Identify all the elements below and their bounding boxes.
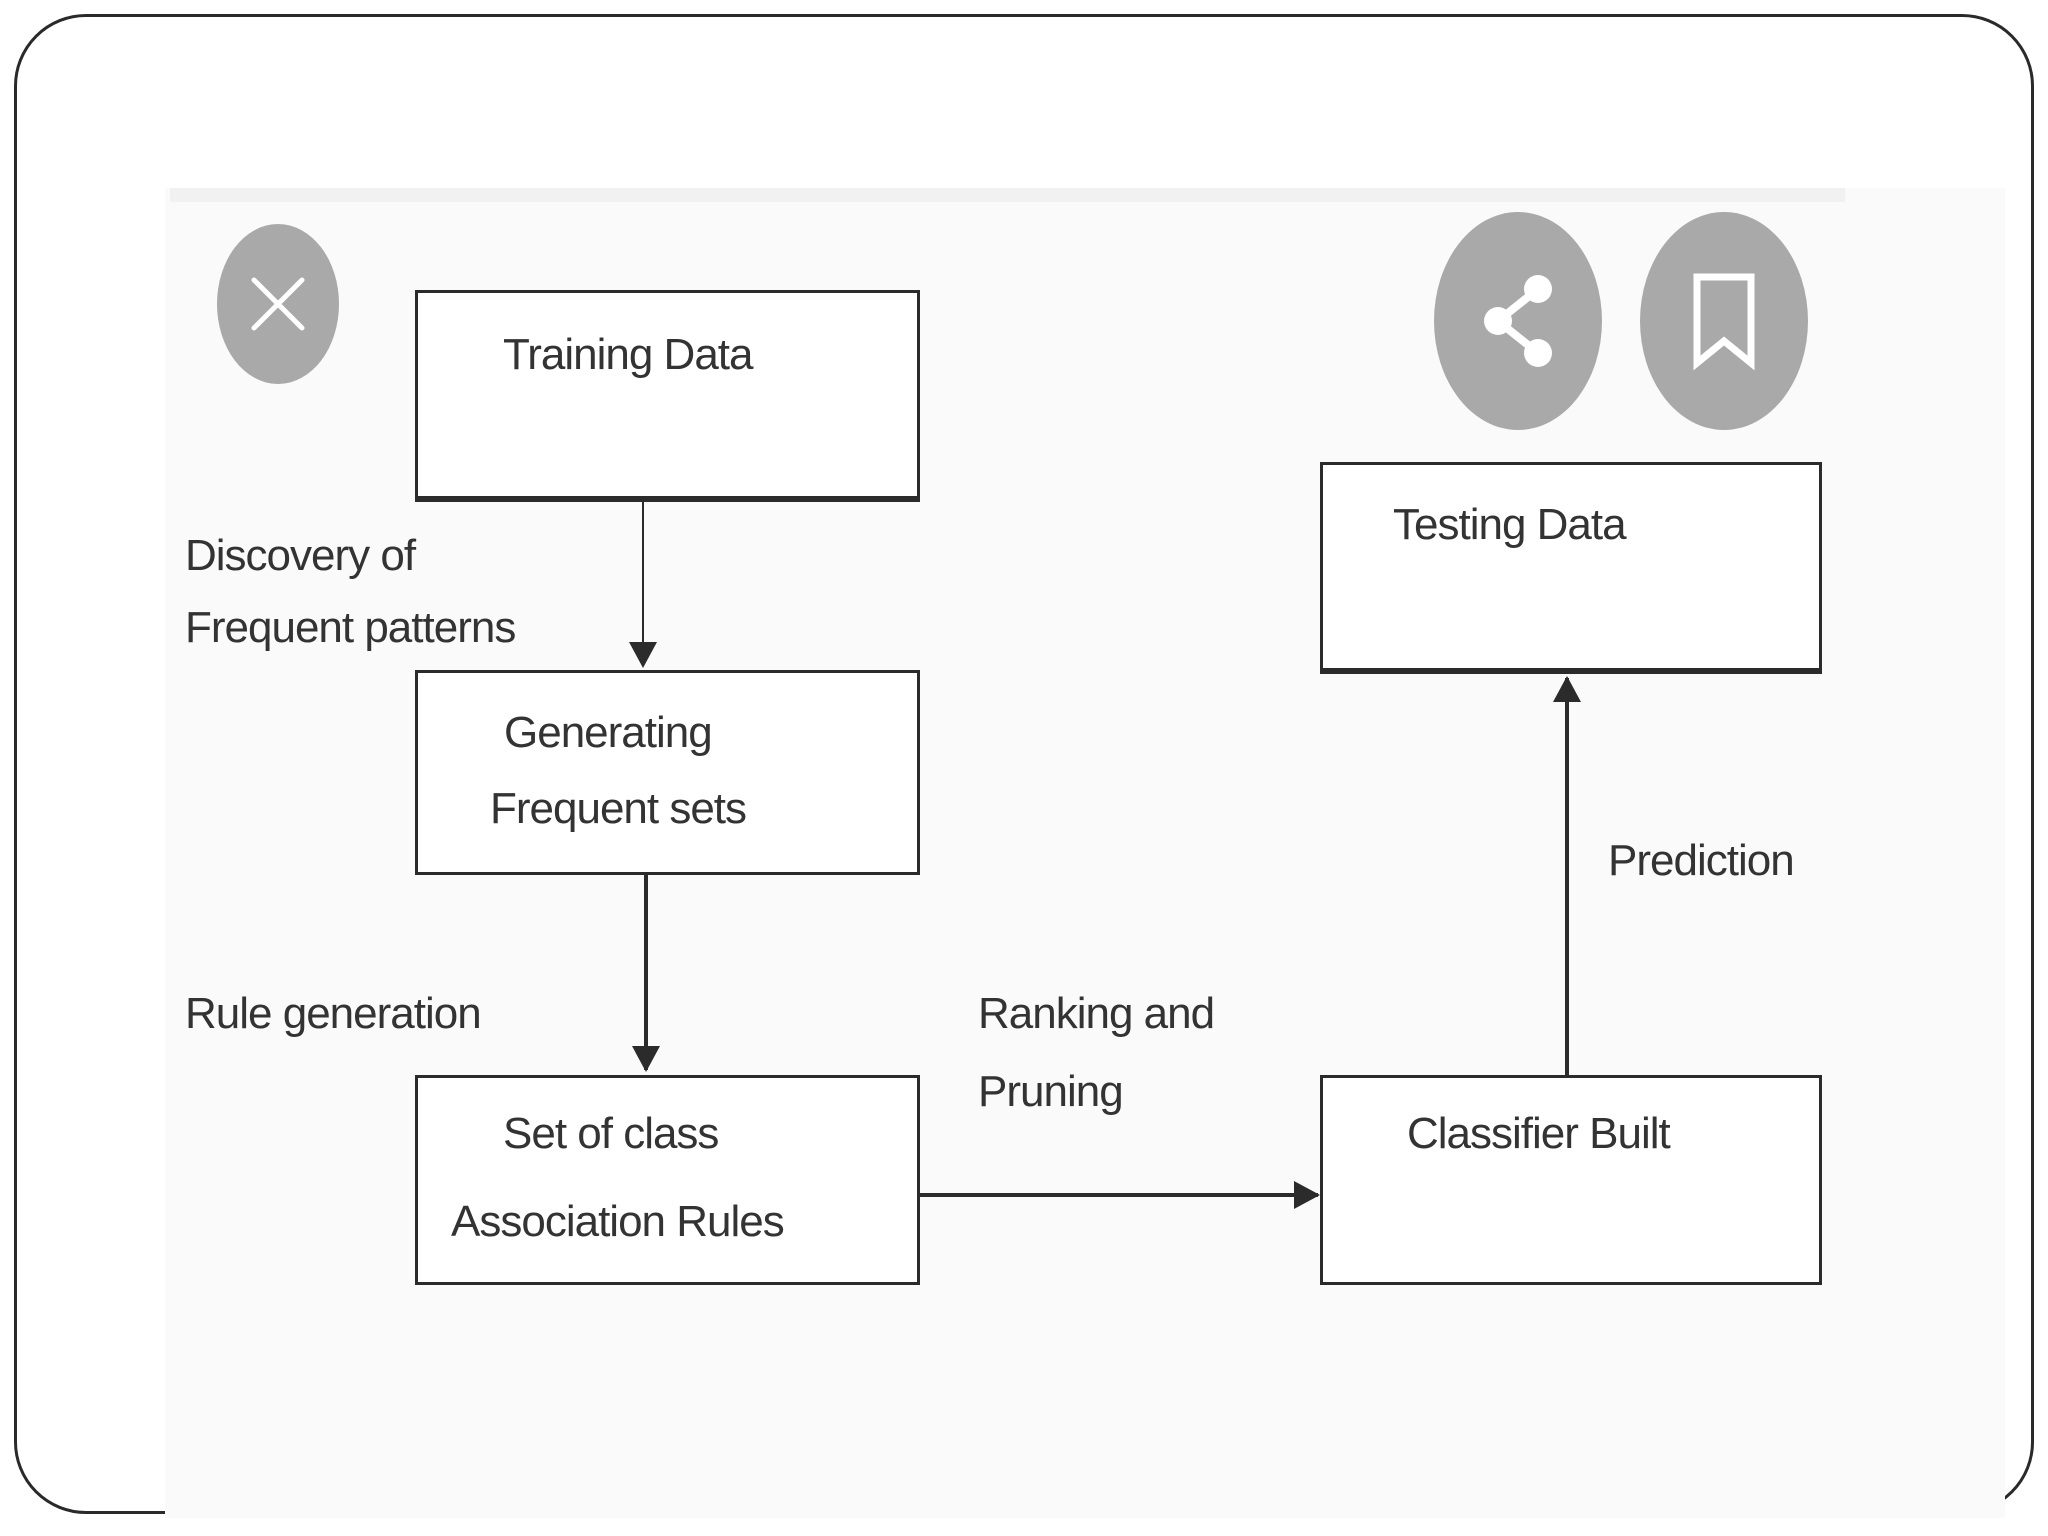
- share-icon: [1484, 275, 1552, 367]
- edge-label-discovery-line-2: Frequent patterns: [185, 603, 516, 652]
- edge-label-rule-generation: Rule generation: [185, 989, 482, 1038]
- node-generating-line-1: Generating: [504, 708, 713, 757]
- edge-label-ranking-line-2: Pruning: [978, 1067, 1124, 1116]
- share-button[interactable]: [1434, 212, 1602, 430]
- node-rules-line-2: Association Rules: [451, 1197, 785, 1246]
- node-training-data: Training Data: [415, 290, 920, 502]
- node-testing-label: Testing Data: [1393, 500, 1627, 549]
- node-class-association-rules: Set of class Association Rules: [415, 1075, 920, 1285]
- node-classifier-built: Classifier Built: [1320, 1075, 1822, 1285]
- node-training-data-label: Training Data: [503, 330, 753, 379]
- bookmark-icon: [1693, 273, 1755, 371]
- node-testing-data: Testing Data: [1320, 462, 1822, 674]
- close-button[interactable]: [217, 224, 339, 384]
- image-top-strip: [170, 188, 1845, 202]
- close-icon: [251, 277, 305, 331]
- node-classifier-label: Classifier Built: [1407, 1109, 1671, 1158]
- node-generating-line-2: Frequent sets: [490, 784, 747, 833]
- edge-label-discovery-line-1: Discovery of: [185, 531, 416, 580]
- node-generating-frequent-sets: Generating Frequent sets: [415, 670, 920, 875]
- bookmark-button[interactable]: [1640, 212, 1808, 430]
- edge-label-ranking-line-1: Ranking and: [978, 989, 1215, 1038]
- node-rules-line-1: Set of class: [503, 1109, 719, 1158]
- edge-label-prediction: Prediction: [1608, 836, 1795, 885]
